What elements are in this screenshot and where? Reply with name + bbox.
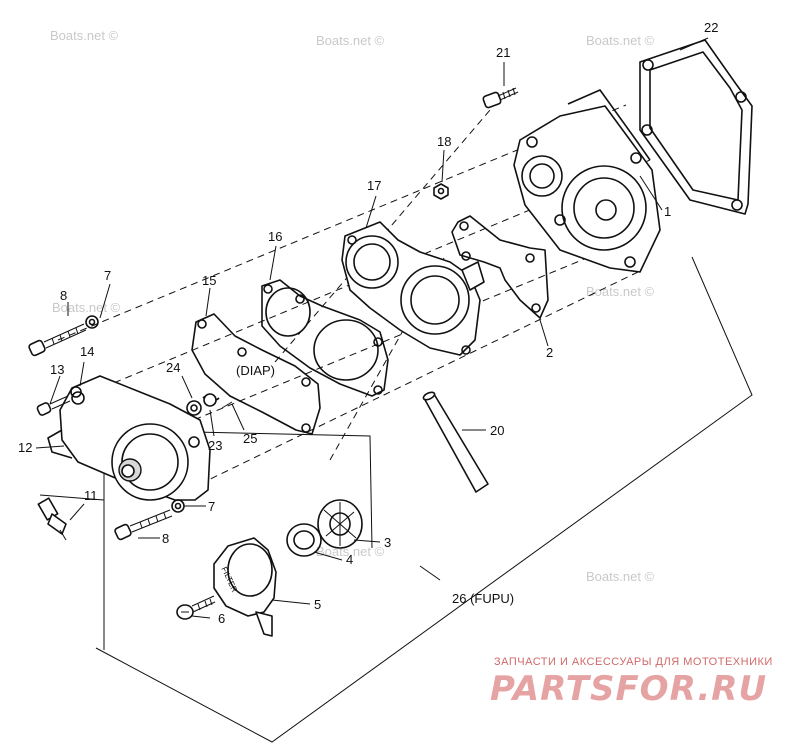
label-23: 23 <box>208 438 222 453</box>
part-18-nut <box>433 183 449 200</box>
label-13: 13 <box>50 362 64 377</box>
label-14: 14 <box>80 344 94 359</box>
label-15: 15 <box>202 273 216 288</box>
part-11-fitting <box>37 497 67 541</box>
label-17: 17 <box>367 178 381 193</box>
part-2-plate <box>451 215 549 319</box>
lower-screws <box>114 499 185 541</box>
part-24-23-25-small <box>186 393 233 416</box>
label-5: 5 <box>314 597 321 612</box>
label-1: 1 <box>664 204 671 219</box>
label-20: 20 <box>490 423 504 438</box>
label-25: 25 <box>243 431 257 446</box>
label-4: 4 <box>346 552 353 567</box>
label-2: 2 <box>546 345 553 360</box>
leader-lines <box>35 37 709 619</box>
part-1-cover <box>513 89 661 273</box>
label-6: 6 <box>218 611 225 626</box>
watermark-4: Boats.net © <box>52 300 121 315</box>
part-22-gasket <box>639 39 753 215</box>
label-12: 12 <box>18 440 32 455</box>
part-6-screw <box>176 595 216 620</box>
part-16-gasket <box>261 279 389 397</box>
brand-tagline: ЗАПЧАСТИ И АКСЕССУАРЫ ДЛЯ МОТОТЕХНИКИ <box>494 656 773 668</box>
part-5-filter-cap: FILTER <box>213 537 277 637</box>
label-7b: 7 <box>208 499 215 514</box>
label-7a: 7 <box>104 268 111 283</box>
label-diap: (DIAP) <box>236 363 275 378</box>
part-20-hose <box>422 391 489 493</box>
watermark-6: Boats.net © <box>586 569 655 584</box>
label-8a: 8 <box>60 288 67 303</box>
watermark-2: Boats.net © <box>316 33 385 48</box>
brand-logo: PARTSFOR.RU <box>490 669 767 709</box>
watermark-3: Boats.net © <box>586 33 655 48</box>
part-labels: 22 21 18 17 16 15 1 2 20 (DIAP) 7 8 14 1… <box>18 20 718 626</box>
part-21-bolt <box>482 87 519 109</box>
label-18: 18 <box>437 134 451 149</box>
watermark-5: Boats.net © <box>586 284 655 299</box>
watermark-7: Boats.net © <box>316 544 385 559</box>
label-26: 26 (FUPU) <box>452 591 514 606</box>
label-3: 3 <box>384 535 391 550</box>
label-8b: 8 <box>162 531 169 546</box>
part-12-pump-body <box>47 375 211 501</box>
part-15-diaphragm <box>191 313 321 435</box>
label-11: 11 <box>84 488 98 503</box>
part-4-ring <box>286 523 322 557</box>
label-24: 24 <box>166 360 180 375</box>
watermark-1: Boats.net © <box>50 28 119 43</box>
label-21: 21 <box>496 45 510 60</box>
label-16: 16 <box>268 229 282 244</box>
upper-screws <box>28 315 99 416</box>
part-17-valve-body <box>341 221 485 356</box>
brand-overlay: ЗАПЧАСТИ И АКСЕССУАРЫ ДЛЯ МОТОТЕХНИКИ PA… <box>490 656 773 709</box>
watermarks: Boats.net © Boats.net © Boats.net © Boat… <box>50 28 655 584</box>
part-3-screen <box>317 499 363 549</box>
label-22: 22 <box>704 20 718 35</box>
